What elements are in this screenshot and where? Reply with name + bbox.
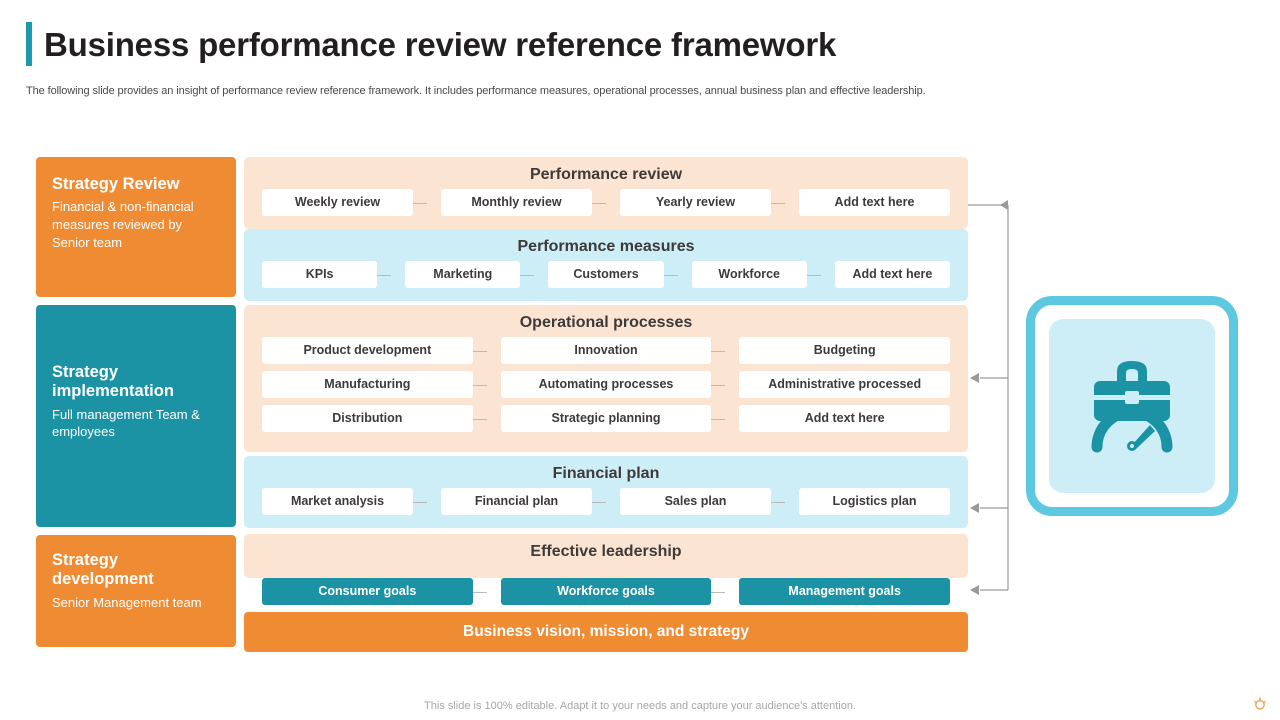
chip-management-goals[interactable]: Management goals: [739, 578, 951, 605]
group-performance-review: Performance review Weekly review Monthly…: [244, 157, 968, 229]
stage-title: Strategy Review: [52, 175, 180, 193]
chip-market-analysis[interactable]: Market analysis: [262, 488, 427, 515]
chip-innovation[interactable]: Innovation: [500, 337, 725, 364]
chip-row: Weekly review Monthly review Yearly revi…: [244, 189, 968, 223]
page-title-bar: Business performance review reference fr…: [26, 22, 836, 66]
chip-consumer-goals[interactable]: Consumer goals: [262, 578, 487, 605]
chip-monthly-review[interactable]: Monthly review: [441, 189, 606, 216]
chip-automating-processes[interactable]: Automating processes: [500, 371, 725, 398]
chip-yearly-review[interactable]: Yearly review: [620, 189, 785, 216]
chip-marketing[interactable]: Marketing: [405, 261, 535, 288]
chip-add-text-here[interactable]: Add text here: [799, 189, 950, 216]
chip-row: KPIs Marketing Customers Workforce Add t…: [244, 261, 968, 295]
page-subtitle: The following slide provides an insight …: [26, 85, 926, 97]
chip-sales-plan[interactable]: Sales plan: [620, 488, 785, 515]
chip-row-leadership: Consumer goals Workforce goals Managemen…: [244, 578, 968, 612]
chip-row: Distribution Strategic planning Add text…: [244, 405, 968, 439]
chip-financial-plan[interactable]: Financial plan: [441, 488, 606, 515]
chip-add-text-here[interactable]: Add text here: [739, 405, 951, 432]
chip-row: Manufacturing Automating processes Admin…: [244, 371, 968, 405]
group-title-operational-processes: Operational processes: [519, 314, 693, 331]
chip-strategic-planning[interactable]: Strategic planning: [500, 405, 725, 432]
chip-workforce[interactable]: Workforce: [691, 261, 822, 288]
chip-logistics-plan[interactable]: Logistics plan: [799, 488, 950, 515]
chip-manufacturing[interactable]: Manufacturing: [262, 371, 487, 398]
group-performance-measures: Performance measures KPIs Marketing Cust…: [244, 229, 968, 301]
stage-subtitle: Full management Team & employees: [52, 406, 200, 440]
chip-add-text-here[interactable]: Add text here: [834, 261, 951, 288]
stage-subtitle: Senior Management team: [52, 594, 202, 610]
chip-distribution[interactable]: Distribution: [262, 405, 487, 432]
footer-note: This slide is 100% editable. Adapt it to…: [424, 700, 856, 712]
title-accent-bar: [26, 22, 32, 66]
corner-logo-icon: [1253, 696, 1267, 710]
group-title-performance-review: Performance review: [529, 166, 683, 183]
group-operational-processes: Operational processes Product developmen…: [244, 305, 968, 452]
stage-card-strategy-implementation[interactable]: Strategy implementation Full management …: [36, 305, 236, 527]
side-icon-frame: [1026, 296, 1238, 516]
stage-title: Strategy development: [52, 551, 154, 589]
banner-business-vision[interactable]: Business vision, mission, and strategy: [244, 612, 968, 652]
chip-customers[interactable]: Customers: [548, 261, 678, 288]
stage-title: Strategy implementation: [52, 363, 174, 401]
chip-administrative-processed[interactable]: Administrative processed: [739, 371, 951, 398]
page-title: Business performance review reference fr…: [44, 25, 837, 63]
briefcase-gauge-icon: [1049, 319, 1215, 493]
stage-card-strategy-review[interactable]: Strategy Review Financial & non-financia…: [36, 157, 236, 297]
chip-weekly-review[interactable]: Weekly review: [262, 189, 427, 216]
group-title-financial-plan: Financial plan: [552, 465, 660, 482]
chip-row: Market analysis Financial plan Sales pla…: [244, 488, 968, 522]
chip-budgeting[interactable]: Budgeting: [739, 337, 951, 364]
stage-card-strategy-development[interactable]: Strategy development Senior Management t…: [36, 535, 236, 647]
chip-kpis[interactable]: KPIs: [262, 261, 392, 288]
group-effective-leadership: Effective leadership: [244, 534, 968, 578]
chip-product-development[interactable]: Product development: [262, 337, 487, 364]
chip-workforce-goals[interactable]: Workforce goals: [500, 578, 725, 605]
chip-row: Product development Innovation Budgeting: [244, 337, 968, 371]
group-title-performance-measures: Performance measures: [517, 238, 695, 255]
stage-subtitle: Financial & non-financial measures revie…: [52, 199, 194, 250]
group-financial-plan: Financial plan Market analysis Financial…: [244, 456, 968, 528]
group-title-effective-leadership: Effective leadership: [530, 543, 682, 560]
